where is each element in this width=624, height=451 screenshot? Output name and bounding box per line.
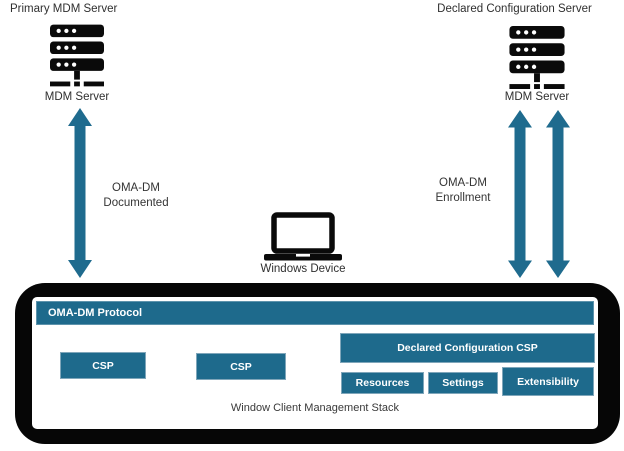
left-mdm-server-label: MDM Server [44,91,110,103]
csp-box-2: CSP [196,353,286,380]
stack-caption: Window Client Management Stack [230,402,400,414]
declared-configuration-server-title: Declared Configuration Server [437,3,592,15]
stack-inner-panel: OMA-DM Protocol CSP CSP Declared Configu… [32,297,598,429]
left-double-arrow-icon [68,108,92,278]
settings-box: Settings [428,372,498,394]
right-double-arrow-icon-2 [546,110,570,278]
device-stack-frame: OMA-DM Protocol CSP CSP Declared Configu… [15,283,620,444]
csp-box-1: CSP [60,352,146,379]
oma-dm-protocol-bar: OMA-DM Protocol [36,301,594,325]
declared-configuration-csp-box: Declared Configuration CSP [340,333,595,363]
server-icon [509,26,565,89]
server-icon [50,24,104,87]
windows-device-label: Windows Device [260,263,346,275]
resources-box: Resources [341,372,424,394]
right-double-arrow-icon-1 [508,110,532,278]
oma-dm-enrollment-label: OMA-DM Enrollment [435,177,491,204]
extensibility-box: Extensibility [502,367,594,396]
right-mdm-server-label: MDM Server [504,91,570,103]
primary-mdm-server-title: Primary MDM Server [10,3,118,15]
oma-dm-documented-label: OMA-DM Documented [103,182,169,209]
laptop-icon [264,212,342,261]
